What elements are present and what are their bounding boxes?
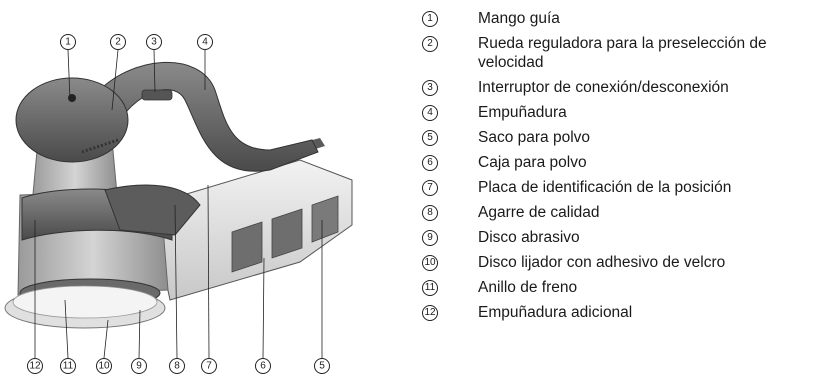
svg-text:5: 5 (319, 361, 325, 372)
svg-text:10: 10 (98, 361, 110, 372)
handle (94, 61, 319, 172)
legend-label: Disco abrasivo (478, 229, 580, 246)
legend-number: 3 (422, 80, 438, 96)
callout-11: 11 (60, 358, 76, 374)
legend-label: Empuñadura adicional (478, 304, 633, 321)
svg-text:4: 4 (202, 37, 208, 48)
callouts-top: 1 2 3 4 (60, 34, 213, 50)
legend-label: Anillo de freno (478, 279, 578, 296)
callout-7: 7 (201, 358, 217, 374)
svg-text:8: 8 (174, 361, 180, 372)
legend-item-8: 8 Agarre de calidad (420, 203, 808, 222)
legend-number: 8 (422, 205, 438, 221)
callout-5: 5 (314, 358, 330, 374)
legend-number: 4 (422, 105, 438, 121)
legend-item-1: 1 Mango guía (420, 9, 808, 28)
svg-text:11: 11 (63, 361, 74, 372)
legend-label: Saco para polvo (478, 129, 591, 146)
legend-number: 2 (422, 36, 438, 52)
callout-6: 6 (255, 358, 271, 374)
abrasive-disc (12, 285, 158, 319)
legend-number: 5 (422, 130, 438, 146)
switch (141, 89, 173, 101)
legend-number: 7 (422, 180, 438, 196)
legend-item-9: 9 Disco abrasivo (420, 228, 808, 247)
legend-number: 11 (422, 280, 438, 296)
legend-number: 10 (422, 255, 438, 271)
quality-grip (104, 184, 201, 236)
sander-drawing: 1 2 3 4 12 11 10 9 8 7 6 5 (4, 34, 353, 374)
svg-text:2: 2 (115, 37, 121, 48)
legend-label: Rueda reguladora para la preselección de… (478, 35, 767, 71)
callout-12: 12 (27, 358, 43, 374)
legend-item-6: 6 Caja para polvo (420, 153, 808, 172)
legend-label: Interruptor de conexión/desconexión (478, 79, 729, 96)
legend-item-3: 3 Interruptor de conexión/desconexión (420, 78, 808, 97)
svg-text:3: 3 (151, 37, 157, 48)
legend-item-12: 12 Empuñadura adicional (420, 303, 808, 322)
legend-number: 9 (422, 230, 438, 246)
callout-9: 9 (131, 358, 147, 374)
callout-1: 1 (60, 34, 76, 50)
legend-number: 1 (422, 11, 438, 27)
legend-label: Placa de identificación de la posición (478, 179, 732, 196)
callout-3: 3 (146, 34, 162, 50)
callouts-bottom: 12 11 10 9 8 7 6 5 (27, 358, 330, 374)
callout-10: 10 (96, 358, 112, 374)
legend-label: Empuñadura (478, 104, 567, 121)
callout-8: 8 (169, 358, 185, 374)
legend-number: 6 (422, 155, 438, 171)
legend-label: Mango guía (478, 10, 560, 27)
svg-text:1: 1 (65, 37, 71, 48)
svg-text:9: 9 (136, 361, 142, 372)
legend-item-5: 5 Saco para polvo (420, 128, 808, 147)
sander-illustration: 1 2 3 4 12 11 10 9 8 7 6 5 (0, 0, 360, 379)
parts-legend: 1 Mango guía 2 Rueda reguladora para la … (420, 0, 825, 379)
legend-item-2: 2 Rueda reguladora para la preselección … (420, 34, 808, 72)
legend-item-10: 10 Disco lijador con adhesivo de velcro (420, 253, 808, 272)
legend-number: 12 (422, 305, 438, 321)
legend-item-11: 11 Anillo de freno (420, 278, 808, 297)
svg-text:12: 12 (29, 361, 41, 372)
legend-label: Caja para polvo (478, 154, 587, 171)
legend-label: Disco lijador con adhesivo de velcro (478, 254, 726, 271)
svg-text:6: 6 (260, 361, 266, 372)
legend-label: Agarre de calidad (478, 204, 600, 221)
leader-lines (34, 49, 323, 359)
callout-2: 2 (110, 34, 126, 50)
legend-item-7: 7 Placa de identificación de la posición (420, 178, 808, 197)
callout-4: 4 (197, 34, 213, 50)
guide-knob (15, 77, 129, 163)
svg-text:7: 7 (206, 361, 212, 372)
legend-item-4: 4 Empuñadura (420, 103, 808, 122)
